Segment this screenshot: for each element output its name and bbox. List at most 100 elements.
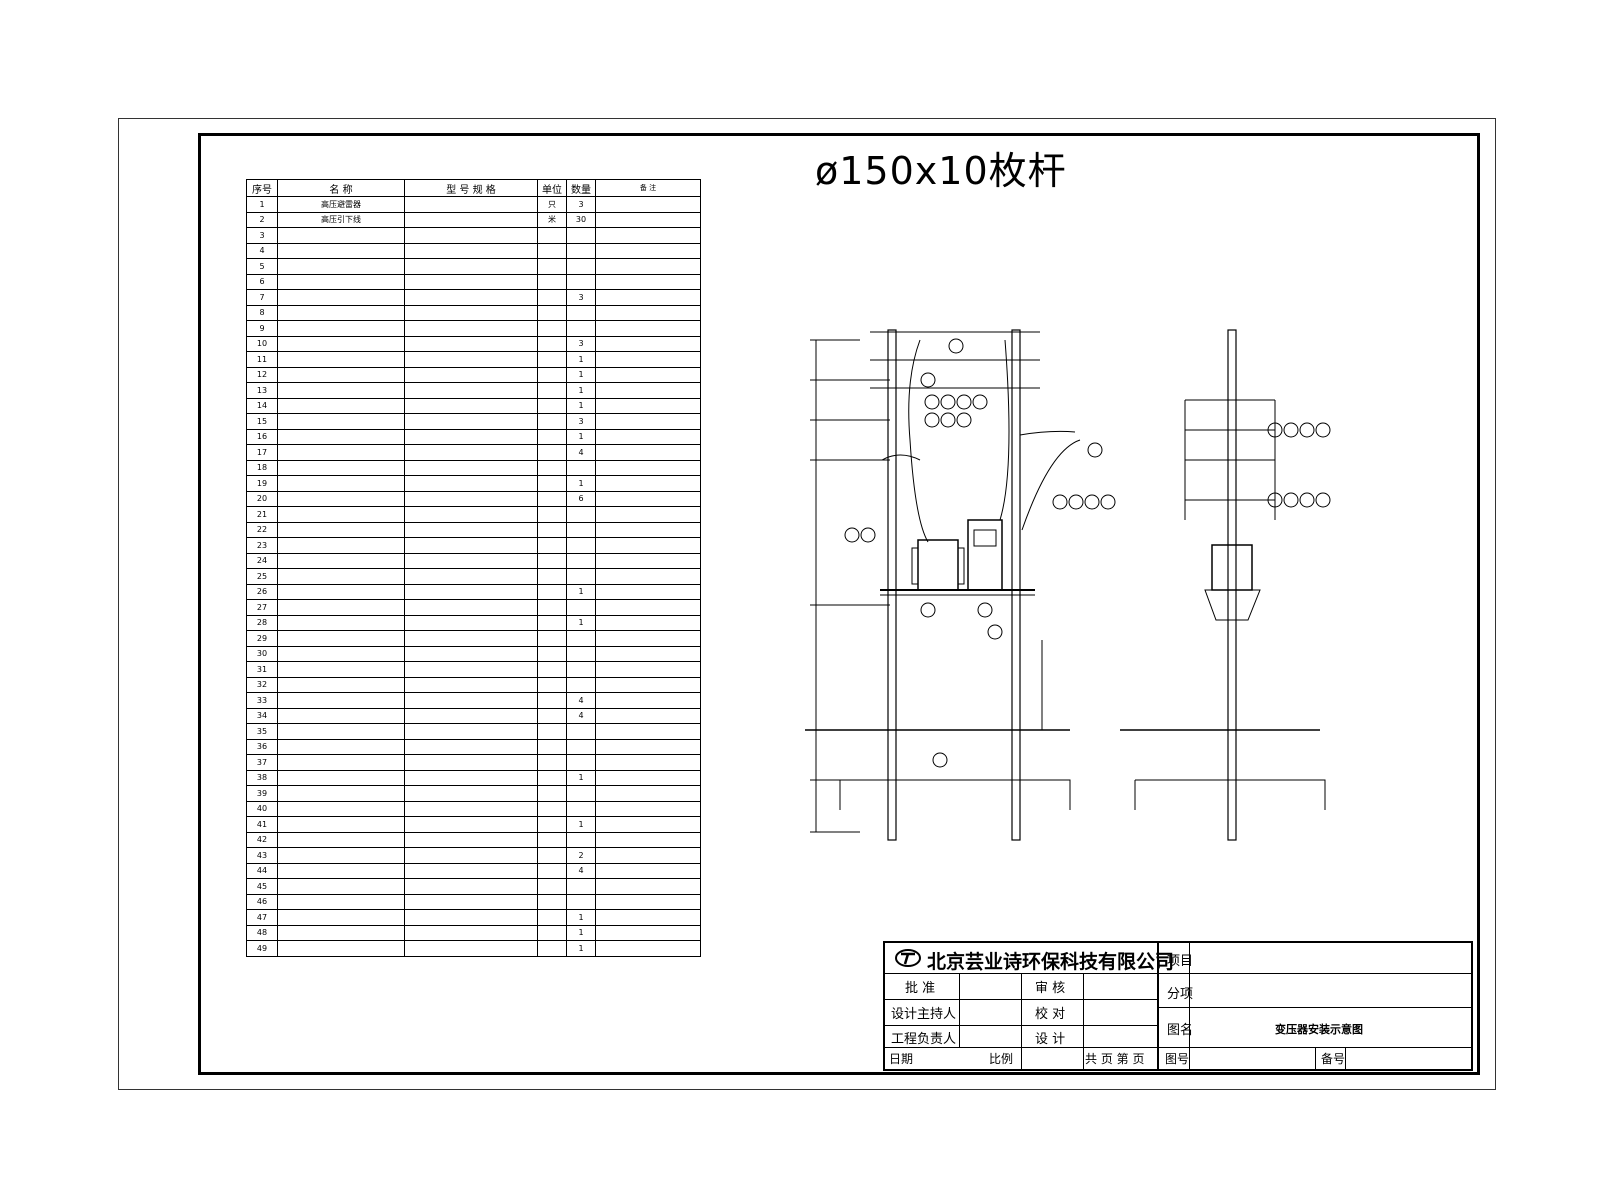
- bom-cell-unit: [537, 614, 567, 631]
- bom-cell-no: 49: [246, 940, 278, 957]
- bom-cell-qty: 30: [566, 211, 596, 228]
- table-row: 25: [246, 568, 701, 585]
- bom-cell-qty: 4: [566, 707, 596, 724]
- bom-cell-no: 44: [246, 862, 278, 879]
- bom-cell-note: [595, 831, 701, 848]
- table-row: 27: [246, 599, 701, 616]
- bom-cell-name: [277, 754, 405, 771]
- bom-cell-note: [595, 909, 701, 926]
- bom-cell-spec: [404, 878, 538, 895]
- table-row: 32: [246, 676, 701, 693]
- sheets-label: 共 页 第 页: [1085, 1052, 1145, 1066]
- bom-cell-no: 41: [246, 816, 278, 833]
- bom-cell-spec: [404, 196, 538, 213]
- bom-cell-name: [277, 273, 405, 290]
- bom-cell-note: [595, 645, 701, 662]
- bom-cell-name: [277, 227, 405, 244]
- bom-cell-no: 28: [246, 614, 278, 631]
- bom-cell-no: 9: [246, 320, 278, 337]
- bom-cell-spec: [404, 893, 538, 910]
- bom-cell-unit: [537, 645, 567, 662]
- bom-cell-no: 15: [246, 413, 278, 430]
- table-row: 8: [246, 304, 701, 321]
- bom-cell-note: [595, 769, 701, 786]
- bom-cell-qty: 1: [566, 428, 596, 445]
- bom-cell-qty: [566, 785, 596, 802]
- bom-cell-spec: [404, 459, 538, 476]
- bom-cell-qty: [566, 878, 596, 895]
- bom-cell-spec: [404, 490, 538, 507]
- bom-cell-spec: [404, 754, 538, 771]
- bom-header-note: 备 注: [595, 179, 701, 197]
- bom-cell-no: 16: [246, 428, 278, 445]
- bom-cell-spec: [404, 211, 538, 228]
- bom-cell-name: [277, 459, 405, 476]
- bom-cell-qty: [566, 304, 596, 321]
- bom-cell-unit: [537, 599, 567, 616]
- bom-cell-name: [277, 537, 405, 554]
- bom-cell-unit: [537, 661, 567, 678]
- bom-cell-unit: [537, 382, 567, 399]
- drawing-name-label: 图名: [1167, 1023, 1194, 1038]
- bom-cell-name: [277, 692, 405, 709]
- bom-cell-spec: [404, 800, 538, 817]
- bom-cell-name: 高压引下线: [277, 211, 405, 228]
- check-label: 校 对: [1035, 1007, 1066, 1022]
- table-row: 37: [246, 754, 701, 771]
- table-row: 36: [246, 738, 701, 755]
- bom-cell-note: [595, 475, 701, 492]
- bom-cell-note: [595, 382, 701, 399]
- table-row: 40: [246, 800, 701, 817]
- bom-cell-name: [277, 428, 405, 445]
- bom-cell-spec: [404, 552, 538, 569]
- bom-cell-unit: [537, 893, 567, 910]
- table-row: 22: [246, 521, 701, 538]
- bom-cell-name: [277, 568, 405, 585]
- bom-cell-qty: 1: [566, 366, 596, 383]
- bom-cell-name: 高压避雷器: [277, 196, 405, 213]
- front-view: [805, 329, 1081, 841]
- bom-cell-name: [277, 862, 405, 879]
- bom-cell-no: 12: [246, 366, 278, 383]
- bom-cell-qty: 1: [566, 769, 596, 786]
- bom-cell-note: [595, 397, 701, 414]
- bom-cell-note: [595, 816, 701, 833]
- bom-cell-name: [277, 413, 405, 430]
- bom-cell-name: [277, 552, 405, 569]
- bom-cell-name: [277, 645, 405, 662]
- bom-header-unit: 单位: [537, 179, 567, 197]
- bom-cell-no: 14: [246, 397, 278, 414]
- bom-cell-name: [277, 258, 405, 275]
- dimension-lines: [810, 339, 890, 833]
- company-logo-icon: [895, 949, 921, 967]
- bom-cell-qty: 4: [566, 862, 596, 879]
- bom-header-name: 名 称: [277, 179, 405, 197]
- bom-cell-no: 31: [246, 661, 278, 678]
- bom-cell-name: [277, 676, 405, 693]
- engineer-label: 工程负责人: [891, 1032, 957, 1047]
- bom-cell-name: [277, 847, 405, 864]
- bom-cell-unit: [537, 521, 567, 538]
- bom-cell-note: [595, 227, 701, 244]
- bom-cell-qty: 1: [566, 397, 596, 414]
- table-row: 14 1: [246, 397, 701, 414]
- bom-cell-unit: [537, 459, 567, 476]
- bom-cell-note: [595, 692, 701, 709]
- bom-cell-note: [595, 862, 701, 879]
- bom-cell-qty: [566, 537, 596, 554]
- bom-cell-unit: [537, 878, 567, 895]
- bom-cell-name: [277, 769, 405, 786]
- bom-cell-note: [595, 258, 701, 275]
- side-view: [1120, 329, 1326, 841]
- bom-cell-qty: [566, 599, 596, 616]
- bom-cell-unit: [537, 413, 567, 430]
- bom-cell-qty: [566, 831, 596, 848]
- bom-cell-no: 38: [246, 769, 278, 786]
- callout-markers: [844, 338, 1331, 768]
